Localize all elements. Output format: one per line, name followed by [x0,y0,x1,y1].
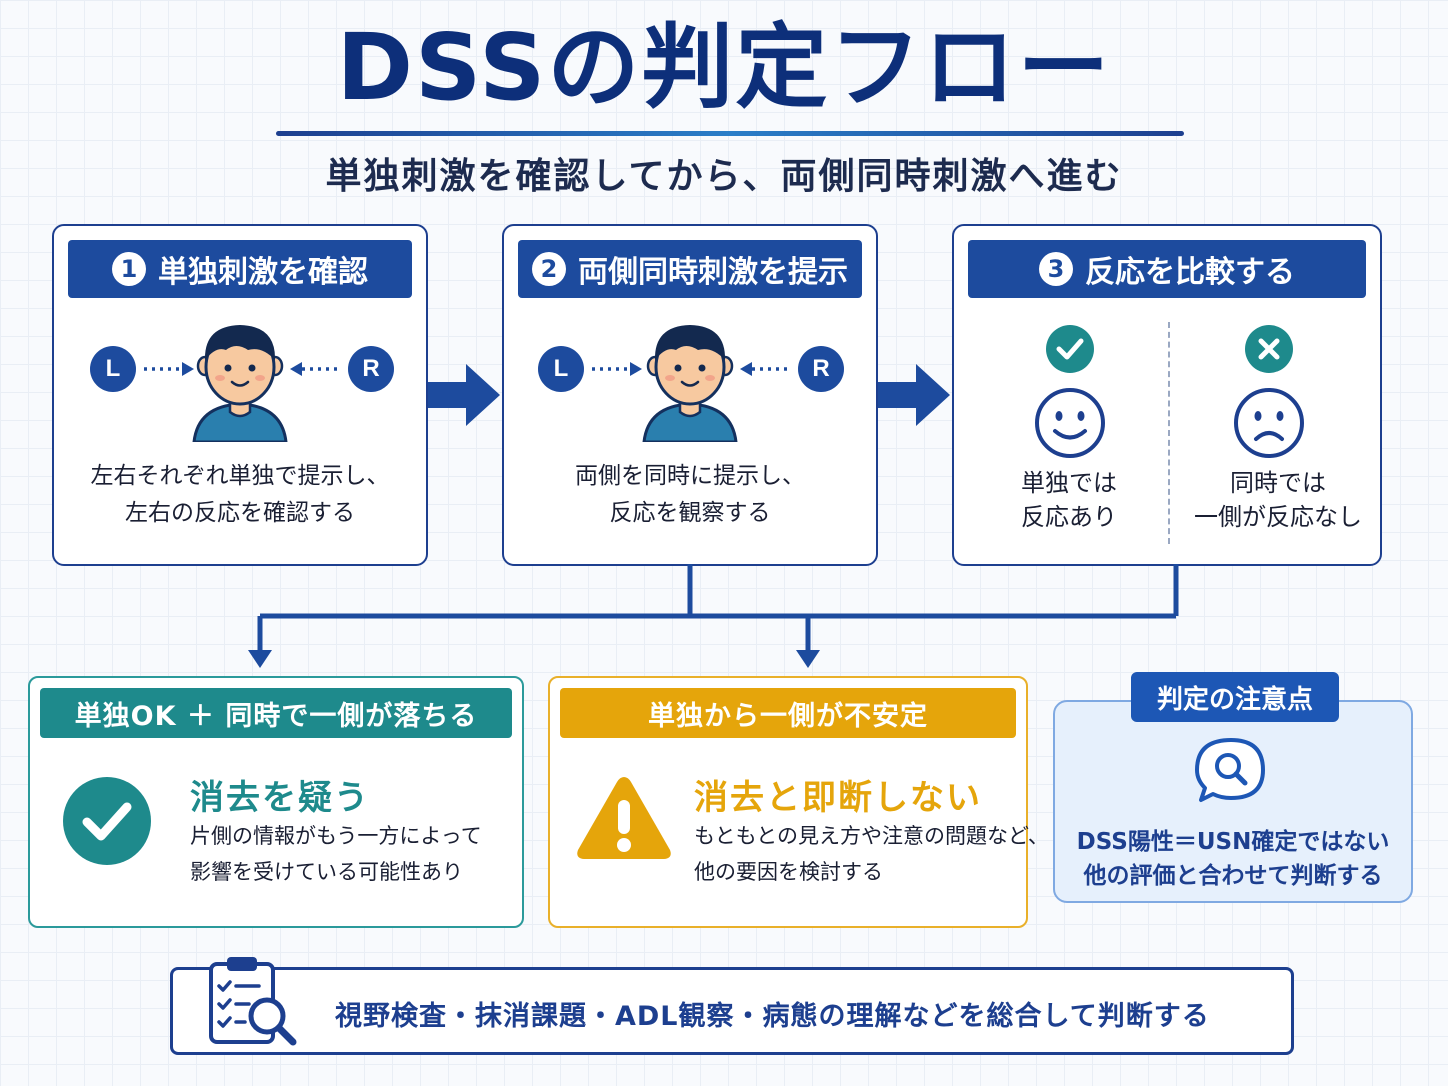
note-line-2: 他の評価と合わせて判断する [1083,863,1383,889]
step-title-3: 反応を比較する [1085,255,1295,290]
note-line-1: DSS陽性＝USN確定ではない [1076,829,1390,855]
step-card-2: 2 両側同時刺激を提示 L R 両側を同時に提示し、 反応を観察する [502,224,878,566]
outcome-title-2: 消去と即断しない [694,778,982,818]
step-description-1: 左右それぞれ単独で提示し、 左右の反応を確認する [90,463,390,526]
summary-text: 視野検査・抹消課題・ADL観察・病態の理解などを総合して判断する [335,1001,1210,1032]
outcome-card-extinction: 単独OK ＋ 同時で一側が落ちる 消去を疑う 片側の情報がもう一方によって 影響… [28,676,524,928]
title-underline [276,131,1184,136]
left-stimulus-badge: L [538,346,584,392]
outcome-card-unstable: 単独から一側が不安定 消去と即断しない もともとの見え方や注意の問題など、 他の… [548,676,1049,928]
clipboard-search-icon [209,957,297,1046]
step-header-3: 3 反応を比較する [968,240,1366,298]
outcome-header-2: 単独から一側が不安定 [560,688,1016,738]
cross-badge-icon [1245,325,1293,373]
outcome-title-1: 消去を疑う [190,778,370,818]
caution-note-tag: 判定の注意点 [1131,672,1339,722]
outcome-text-2: もともとの見え方や注意の問題など、 他の要因を検討する [694,824,1049,884]
step-card-3: 3 反応を比較する 単独では 反応あり 同時では 一側が反応なし [952,224,1382,566]
dotted-arrow-right-icon [592,362,642,376]
page-title: DSSの判定フロー [336,14,1112,121]
step-title-1: 単独刺激を確認 [158,255,368,290]
step-description-2: 両側を同時に提示し、 反応を観察する [575,463,805,526]
check-circle-icon [63,777,151,865]
step-header-2: 2 両側同時刺激を提示 [518,240,862,298]
right-stimulus-badge: R [798,346,844,392]
warning-icon [577,777,671,859]
search-bubble-icon [1195,738,1265,802]
smile-face-icon [1035,388,1105,458]
sad-face-icon [1234,388,1304,458]
summary-bar: 視野検査・抹消課題・ADL観察・病態の理解などを総合して判断する [170,957,1294,1055]
dotted-arrow-right-icon [144,362,194,376]
comparison-divider [1168,322,1170,544]
step-card-1: 1 単独刺激を確認 L R 左右それぞれ単独で提示し、 左右の反応を確認する [52,224,428,566]
dotted-arrow-left-icon [740,362,790,376]
single-stimulus-result: 単独では 反応あり [1021,469,1117,531]
outcome-header-1: 単独OK ＋ 同時で一側が落ちる [40,688,512,738]
right-stimulus-badge: R [348,346,394,392]
outcome-text-1: 片側の情報がもう一方によって 影響を受けている可能性あり [190,824,482,884]
step-number-1: 1 [112,252,146,286]
left-stimulus-badge: L [90,346,136,392]
simultaneous-stimulus-result: 同時では 一側が反応なし [1194,469,1362,531]
flow-arrow-right-icon [878,364,950,426]
caution-note-card: DSS陽性＝USN確定ではない 他の評価と合わせて判断する [1053,700,1413,903]
person-icon [192,325,288,442]
page-subtitle: 単独刺激を確認してから、両側同時刺激へ進む [325,156,1123,197]
branch-connector [248,564,1179,668]
dotted-arrow-left-icon [290,362,340,376]
check-badge-icon [1046,325,1094,373]
step-number-2: 2 [532,252,566,286]
step-number-3: 3 [1039,252,1073,286]
step-title-2: 両側同時刺激を提示 [578,255,848,290]
step-header-1: 1 単独刺激を確認 [68,240,412,298]
flow-arrow-right-icon [428,364,500,426]
person-icon [642,325,738,442]
